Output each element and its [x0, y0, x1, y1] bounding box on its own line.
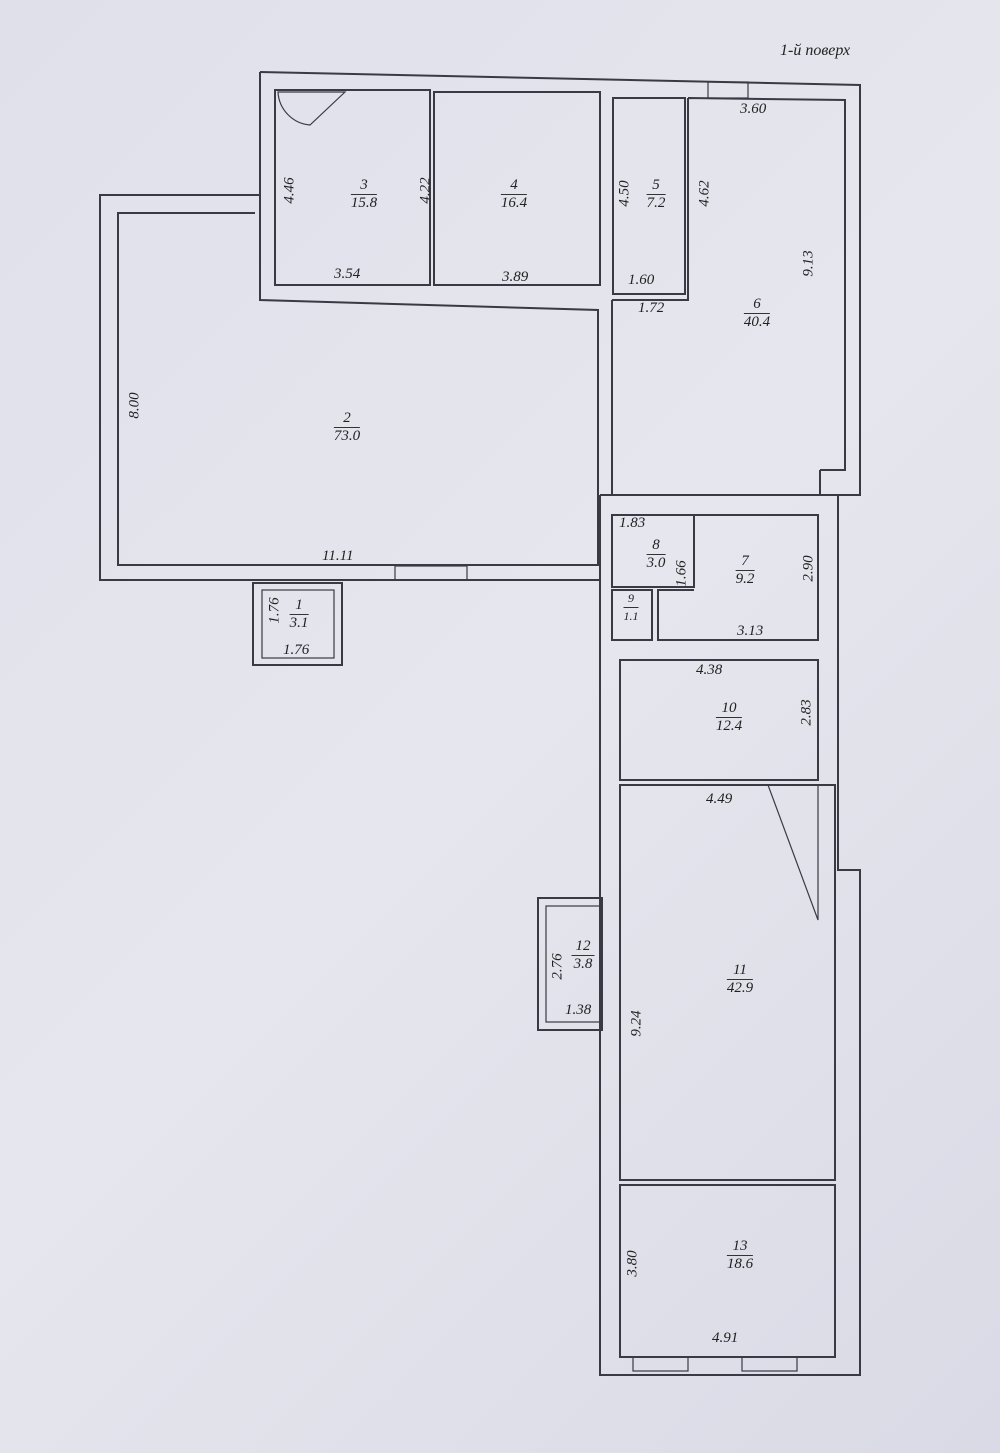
dimension-label: 9.24 — [628, 1010, 645, 1037]
dimension-label: 11.11 — [322, 548, 354, 564]
room-9-walls — [611, 589, 653, 641]
room-4-walls — [433, 91, 601, 286]
dimension-label: 8.00 — [126, 392, 143, 419]
dimension-label: 4.38 — [696, 662, 723, 678]
room-2-outer — [99, 194, 601, 581]
room-area: 15.8 — [350, 195, 378, 211]
window-bottom-1 — [632, 1356, 689, 1372]
dimension-label: 4.49 — [706, 791, 733, 807]
dimension-label: 1.66 — [673, 560, 690, 587]
right-column-outer — [599, 494, 861, 1376]
room-number: 7 — [735, 553, 755, 571]
room-2-inner — [117, 210, 599, 566]
room-3-walls — [274, 89, 431, 286]
dimension-label: 1.76 — [283, 642, 310, 658]
room-number: 11 — [726, 962, 754, 980]
dimension-label: 3.60 — [740, 101, 767, 117]
room-area: 73.0 — [333, 428, 361, 444]
outer-wall-top — [259, 71, 861, 496]
dimension-label: 4.62 — [696, 180, 713, 207]
room-number: 4 — [500, 177, 528, 195]
dimension-label: 4.46 — [281, 177, 298, 204]
room-10-walls — [619, 659, 819, 781]
room-12-outer — [537, 897, 603, 1031]
room-area: 12.4 — [715, 718, 743, 734]
window-bottom-2 — [741, 1356, 798, 1372]
room-13-walls — [619, 1184, 836, 1358]
dimension-label: 1.60 — [628, 272, 655, 288]
dimension-label: 9.13 — [800, 250, 817, 277]
room-1-outer — [252, 582, 343, 666]
room-12-inner — [545, 905, 601, 1023]
room-number: 5 — [646, 177, 666, 195]
room-8-walls — [611, 514, 695, 588]
room-6-walls — [612, 97, 846, 471]
dimension-label: 2.83 — [798, 699, 815, 726]
room-number: 10 — [715, 700, 743, 718]
room-number: 6 — [743, 296, 771, 314]
dimension-label: 3.80 — [624, 1250, 641, 1277]
dimension-label: 2.90 — [800, 555, 817, 582]
room-area: 3.0 — [646, 555, 666, 571]
floor-title: 1-й поверх — [780, 42, 851, 59]
dimension-label: 4.22 — [417, 177, 434, 204]
dimension-label: 3.54 — [334, 266, 361, 282]
room-number: 1 — [289, 597, 309, 615]
dimension-label: 1.76 — [266, 597, 283, 624]
spiral-stair — [277, 91, 347, 126]
room-number: 9 — [623, 590, 639, 608]
window-room-2 — [394, 565, 468, 581]
room-number: 2 — [333, 410, 361, 428]
room-number: 12 — [571, 938, 595, 956]
room-area: 42.9 — [726, 980, 754, 996]
dimension-label: 1.83 — [619, 515, 646, 531]
room-area: 40.4 — [743, 314, 771, 330]
room-area: 9.2 — [735, 571, 755, 587]
dimension-label: 1.38 — [565, 1002, 592, 1018]
room-area: 3.8 — [573, 956, 593, 972]
room-area: 16.4 — [500, 195, 528, 211]
room-area: 18.6 — [726, 1256, 754, 1272]
room-5-walls — [612, 97, 686, 295]
room-number: 13 — [726, 1238, 754, 1256]
room-11-walls — [619, 784, 836, 1181]
dimension-label: 3.89 — [502, 269, 529, 285]
room-area: 3.1 — [289, 615, 309, 631]
window-top — [707, 81, 749, 99]
room-area: 7.2 — [646, 195, 666, 211]
room-1-inner — [261, 589, 335, 659]
dimension-label: 2.76 — [549, 953, 566, 980]
room-area: 1.1 — [623, 609, 639, 623]
stairs — [767, 784, 819, 921]
dimension-label: 4.91 — [712, 1330, 739, 1346]
dimension-label: 1.72 — [638, 300, 665, 316]
dimension-label: 3.13 — [737, 623, 764, 639]
room-number: 3 — [350, 177, 378, 195]
room-number: 8 — [646, 537, 666, 555]
room-7-walls — [657, 514, 819, 641]
dimension-label: 4.50 — [616, 180, 633, 207]
